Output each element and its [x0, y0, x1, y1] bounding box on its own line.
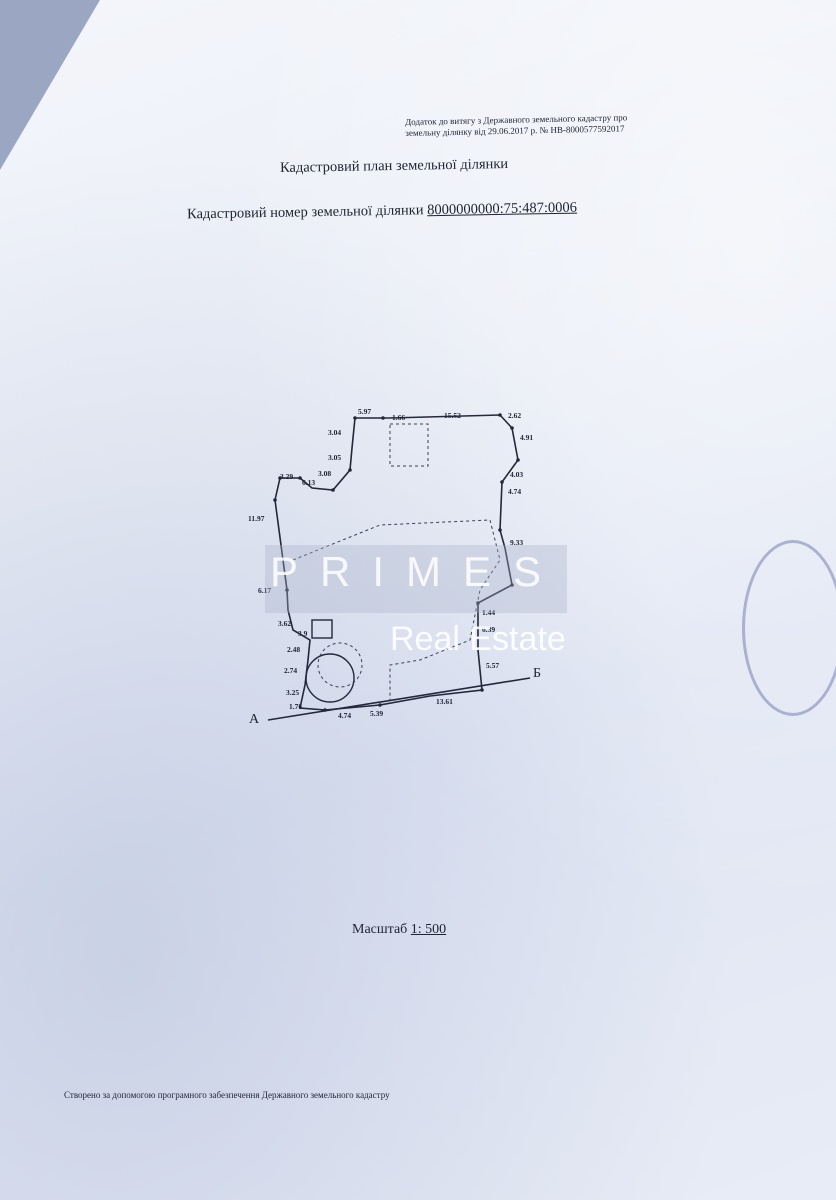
round-structure: [305, 653, 355, 703]
edge-label: 1.44: [482, 608, 495, 617]
edge-label: 3.08: [318, 469, 331, 478]
edge-label: 3.04: [328, 428, 341, 437]
edge-label: 3.9: [298, 629, 308, 638]
scale-value: 1: 500: [410, 922, 447, 937]
edge-label: 4.91: [520, 433, 533, 442]
watermark-brand: PRIMES: [270, 548, 564, 595]
edge-label: 15.52: [444, 411, 461, 420]
watermark-band: [265, 545, 567, 613]
edge-label: 9.33: [510, 538, 523, 547]
edge-label: 2.62: [508, 411, 521, 420]
edge-label: 2.48: [287, 645, 300, 654]
edge-label: 5.39: [370, 709, 383, 718]
edge-label: 11.97: [248, 514, 265, 523]
scale-line: Масштаб 1: 500: [352, 922, 446, 938]
edge-label: 5.97: [358, 407, 371, 416]
vertex-points: [273, 413, 520, 712]
edge-label: 6.39: [482, 625, 495, 634]
watermark-sub: Real Estate: [390, 620, 566, 658]
small-structure: [311, 619, 333, 639]
edge-label: 4.74: [338, 711, 351, 720]
edge-label: 3.25: [286, 688, 299, 697]
edge-label: 6.13: [302, 478, 315, 487]
edge-label: 1.66: [392, 413, 405, 422]
edge-label: 3.62: [278, 619, 291, 628]
edge-label: 1.76: [289, 702, 302, 711]
edge-label: 5.57: [486, 661, 499, 670]
point-b-label: Б: [533, 666, 541, 681]
edge-label: 2.74: [284, 666, 297, 675]
edge-label: 6.17: [258, 586, 271, 595]
edge-label: 3.05: [328, 453, 341, 462]
line-a-b: [267, 677, 531, 721]
edge-label: 13.61: [436, 697, 453, 706]
building-outline: [389, 423, 429, 467]
document-footer: Створено за допомогою програмного забезп…: [64, 1090, 390, 1100]
round-structure-dashed: [317, 642, 363, 688]
edge-label: 3.29: [280, 472, 293, 481]
edge-label: 4.74: [508, 487, 521, 496]
scale-label: Масштаб: [352, 922, 408, 937]
edge-label: 4.03: [510, 470, 523, 479]
official-stamp: [742, 540, 836, 716]
point-a-label: А: [249, 712, 260, 727]
